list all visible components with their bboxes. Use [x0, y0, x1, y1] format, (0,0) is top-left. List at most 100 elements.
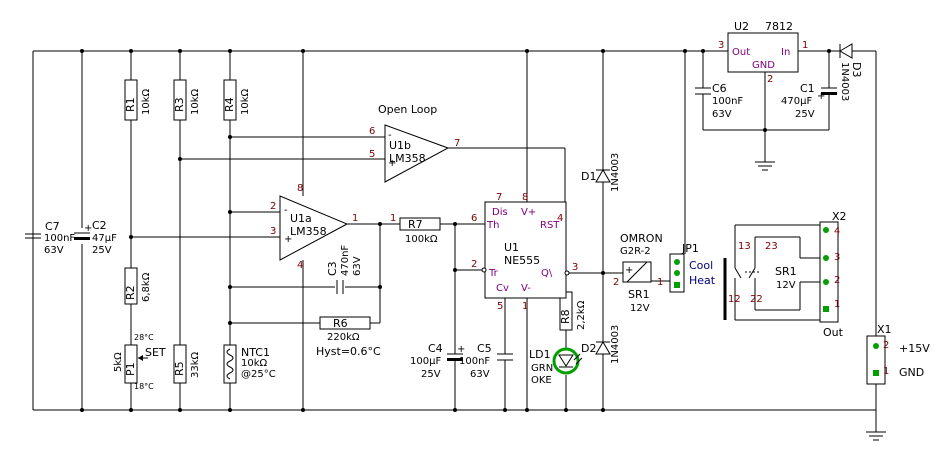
c3-value: 470nF [340, 245, 351, 276]
c6-ref: C6 [712, 82, 727, 95]
u2-gnd-label: GND [752, 60, 775, 71]
ne555-th: Th [486, 220, 499, 231]
c2-value: 47µF [92, 233, 117, 244]
u2-pin1: 1 [802, 40, 808, 51]
r5-ref: R5 [173, 361, 186, 376]
r1-ref: R1 [124, 97, 137, 112]
u1b-part: LM358 [389, 152, 426, 165]
ld1-state: OKE [531, 375, 552, 386]
c1-capacitor: + [817, 87, 837, 102]
d3-diode [839, 43, 860, 59]
contact-pin22: 22 [750, 294, 763, 305]
d1-diode [595, 169, 611, 183]
contact-pin13: 13 [738, 241, 751, 252]
x2-pin4: 4 [834, 226, 840, 237]
c4-capacitor: + [447, 344, 465, 361]
x2-pin2: 2 [834, 275, 840, 286]
d3-part: 1N4003 [839, 62, 850, 101]
contact-pin23: 23 [765, 241, 778, 252]
c2-volt: 25V [92, 245, 112, 256]
ne555-pin5: 5 [497, 301, 503, 312]
ne555-rst: RST [540, 220, 560, 231]
x2-pin1: 1 [834, 299, 840, 310]
x1-terminal-block [866, 335, 886, 385]
ntc1-thermistor [223, 344, 237, 384]
r6-ref: R6 [333, 317, 348, 330]
u1b-pin7: 7 [454, 138, 460, 149]
c7-ref: C7 [45, 220, 60, 233]
jp1-ref: JP1 [681, 242, 699, 255]
ne555-ref: U1 [504, 241, 519, 254]
p1-ref: P1 [124, 362, 137, 376]
u1b-opamp [384, 124, 450, 183]
ne555-q-bubble [564, 270, 570, 276]
junction-dots [80, 49, 831, 412]
ne555-pin8: 8 [522, 192, 528, 203]
c6-volt: 63V [712, 109, 732, 120]
x1-pin2: 2 [883, 340, 889, 351]
u1a-pin8: 8 [297, 183, 303, 194]
c1-value: 470µF [781, 96, 812, 107]
svg-text:+: + [817, 91, 825, 102]
c5-volt: 63V [470, 369, 490, 380]
c4-value: 100µF [410, 356, 441, 367]
r2-resistor [124, 267, 138, 305]
sr1-part: G2R-2 [620, 246, 651, 257]
c1-volt: 25V [795, 109, 815, 120]
d3-ref: D3 [850, 62, 863, 77]
p1-top-temp: 28°C [134, 333, 154, 342]
c6-capacitor [695, 87, 711, 95]
r6-resistor [319, 316, 371, 330]
u1b-ref: U1b [389, 139, 411, 152]
svg-text:+: + [457, 344, 465, 355]
c6-value: 100nF [712, 96, 743, 107]
contact-pin12: 12 [728, 294, 741, 305]
d2-ref: D2 [581, 342, 596, 355]
c1-ref: C1 [800, 82, 815, 95]
sr1-pin1: 1 [657, 277, 663, 288]
u1b-minus-sign: - [388, 130, 392, 141]
u1a-plus-sign: + [284, 234, 292, 245]
u2-pin3: 3 [718, 40, 724, 51]
p1-set-label: SET [145, 346, 166, 359]
r2-ref: R2 [124, 285, 137, 300]
u2-ref: U2 [734, 20, 749, 33]
ground-symbol [755, 161, 886, 441]
p1-wiper-arrow [138, 355, 143, 361]
r3-value: 10kΩ [190, 88, 201, 115]
ne555-vminus: V- [521, 283, 531, 294]
r1-value: 10kΩ [141, 88, 152, 115]
x2-pin3: 3 [834, 252, 840, 263]
jp1-jumper [669, 253, 685, 293]
r2-value: 6,8kΩ [141, 272, 152, 302]
c2-capacitor: + [74, 223, 92, 240]
x1-gnd-label: GND [899, 366, 924, 379]
u2-out-label: Out [732, 47, 750, 58]
ntc1-temp: @25°C [241, 369, 276, 380]
x1-ref: X1 [877, 323, 892, 336]
u1a-pin4: 4 [297, 260, 303, 271]
c7-value: 100nF [44, 233, 75, 244]
ne555-pin7: 7 [496, 192, 502, 203]
r1-resistor [124, 79, 138, 121]
p1-bottom-temp: 18°C [134, 382, 154, 391]
u1a-part: LM358 [290, 225, 327, 238]
c3-capacitor [336, 280, 344, 294]
u2-part: 7812 [765, 20, 793, 33]
ne555-pin6: 6 [471, 213, 477, 224]
r3-resistor [173, 79, 187, 121]
u1a-minus-sign: - [284, 205, 288, 216]
d2-diode [595, 341, 611, 355]
c7-capacitor [25, 233, 41, 239]
ld1-led [552, 347, 583, 375]
u1a-pin2: 2 [270, 201, 276, 212]
sr1-volt: 12V [630, 303, 650, 314]
ne555-part: NE555 [504, 254, 540, 267]
ne555-dis: Dis [492, 207, 508, 218]
svg-text:+: + [625, 265, 633, 276]
x2-terminal-block [819, 221, 839, 323]
d2-part: 1N4003 [610, 325, 621, 364]
r7-resistor [399, 217, 441, 231]
ne555-ic [484, 201, 567, 299]
